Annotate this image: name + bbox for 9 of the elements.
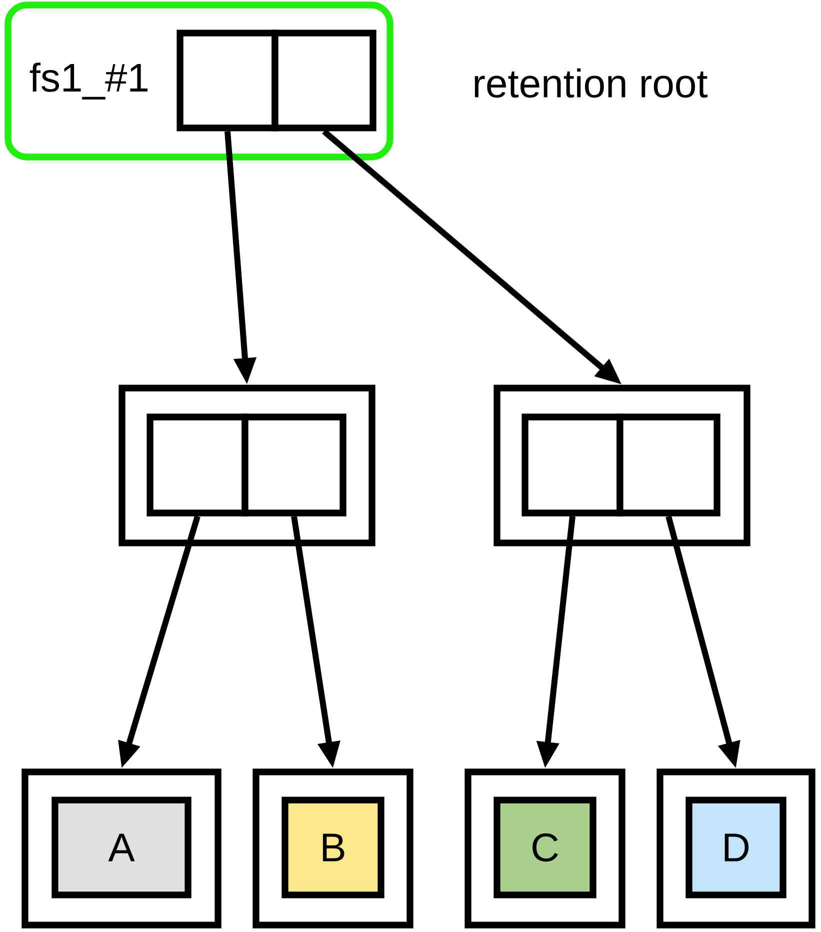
pointer-cell: [616, 414, 720, 516]
data-block: B: [282, 796, 384, 898]
root-group-box: fs1_#1: [4, 2, 394, 160]
pointer-cell: [272, 30, 376, 132]
pointer-cell: [242, 414, 346, 516]
data-block: A: [52, 796, 192, 898]
annotation-text: retention root: [474, 68, 708, 98]
data-block: C: [494, 796, 596, 898]
data-block: D: [686, 796, 786, 898]
